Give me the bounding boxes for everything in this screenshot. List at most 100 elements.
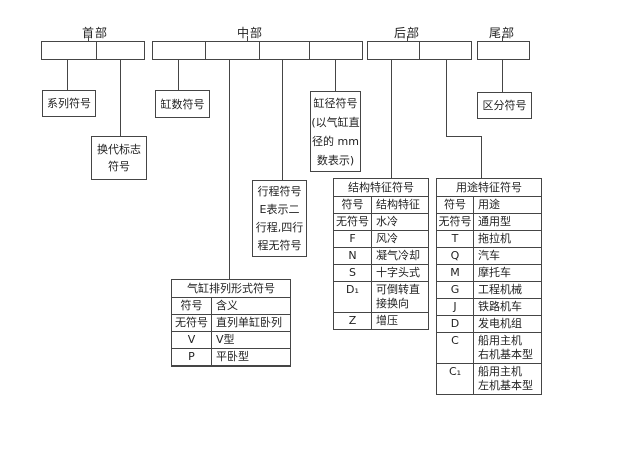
label-tick [247, 36, 248, 41]
table-row: 无符号通用型 [437, 213, 541, 230]
meaning-cell: 船用主机 右机基本型 [478, 334, 533, 361]
cylinder-count-box: 缸数符号 [155, 90, 210, 118]
table-title: 用途特征符号 [456, 181, 522, 194]
stroke-symbol-box: 行程符号 E表示二 行程,四行 程无符号 [252, 180, 307, 257]
box-text: 行程,四行 [255, 220, 304, 234]
symbol-cell: J [437, 299, 474, 315]
table-row: D 发电机组 [437, 315, 541, 332]
connector-line [120, 60, 121, 136]
box-text: (以气缸直 [311, 115, 360, 129]
meaning-cell: V型 [216, 333, 235, 346]
meaning-cell: 结构特征 [376, 198, 420, 211]
symbol-cell: D₁ [334, 282, 372, 312]
symbol-cell: 无符号 [334, 214, 372, 230]
section-label-head: 首部 [81, 26, 109, 40]
symbol-cell: P [172, 349, 212, 365]
head-section-band [41, 41, 145, 60]
table-row: G 工程机械 [437, 281, 541, 298]
box-text: E表示二 [259, 202, 300, 216]
meaning-cell: 含义 [216, 299, 238, 312]
meaning-cell: 发电机组 [478, 317, 522, 330]
connector-line [282, 60, 283, 180]
symbol-cell: 无符号 [172, 315, 212, 331]
table-title: 气缸排列形式符号 [187, 282, 275, 295]
box-text: 系列符号 [47, 97, 91, 110]
box-text: 缸数符号 [160, 97, 205, 111]
symbol-cell: Z [334, 313, 372, 329]
generation-mark-box: 换代标志 符号 [91, 136, 147, 180]
connector-line [229, 60, 230, 279]
symbol-cell: Q [437, 248, 474, 264]
table-row: S 十字头式 [334, 264, 428, 281]
bore-symbol-box: 缸径符号 (以气缸直 径的 mm 数表示) [310, 91, 361, 172]
tail-section-band [477, 41, 530, 60]
table-title: 结构特征符号 [348, 181, 414, 194]
table-row: J 铁路机车 [437, 298, 541, 315]
connector-line [446, 136, 482, 137]
label-tick [88, 36, 89, 41]
meaning-cell: 十字头式 [376, 266, 420, 279]
cell-divider [205, 42, 206, 59]
meaning-cell: 汽车 [478, 249, 500, 262]
meaning-cell: 平卧型 [216, 350, 249, 363]
box-text: 区分符号 [482, 99, 527, 112]
symbol-cell: V [172, 332, 212, 348]
middle-section-band [152, 41, 363, 60]
symbol-cell: 符号 [334, 197, 372, 213]
symbol-cell: G [437, 282, 474, 298]
meaning-cell: 增压 [376, 314, 398, 327]
box-text: 行程符号 [257, 184, 302, 198]
box-text: 程无符号 [257, 238, 302, 252]
section-label-rear: 后部 [393, 26, 421, 40]
connector-line [335, 60, 336, 91]
table-row: Q 汽车 [437, 247, 541, 264]
meaning-cell: 水冷 [376, 215, 398, 228]
box-text: 缸径符号 [313, 96, 358, 110]
symbol-cell: 符号 [172, 298, 212, 314]
label-tick [407, 36, 408, 41]
cell-divider [259, 42, 260, 59]
connector-line [446, 60, 447, 137]
distinguishing-symbol-box: 区分符号 [477, 92, 532, 119]
cell-divider [96, 42, 97, 59]
table-row: P 平卧型 [172, 348, 290, 365]
section-label-tail: 尾部 [488, 26, 516, 40]
meaning-cell: 通用型 [478, 215, 511, 228]
meaning-cell: 铁路机车 [478, 300, 522, 313]
table-header-row: 符号结构特征 [334, 196, 428, 213]
cell-divider [309, 42, 310, 59]
symbol-cell: S [334, 265, 372, 281]
connector-line [178, 60, 179, 90]
meaning-cell: 工程机械 [478, 283, 522, 296]
symbol-cell: F [334, 231, 372, 247]
box-text: 换代标志 [97, 143, 141, 156]
cylinder-arrangement-table: 气缸排列形式符号符号含义无符号直列单缸卧列 V V型 P 平卧型 [171, 279, 291, 367]
symbol-cell: N [334, 248, 372, 264]
symbol-cell: 符号 [437, 197, 474, 213]
meaning-cell: 船用主机 左机基本型 [478, 365, 533, 392]
section-label-middle: 中部 [236, 26, 264, 40]
series-symbol-box: 系列符号 [42, 90, 96, 117]
symbol-cell: 无符号 [437, 214, 474, 230]
table-row: 无符号水冷 [334, 213, 428, 230]
table-row: Z 增压 [334, 312, 428, 329]
label-tick [502, 36, 503, 41]
box-text: 数表示) [316, 153, 355, 167]
symbol-cell: D [437, 316, 474, 332]
box-text: 径的 mm [312, 134, 359, 148]
meaning-cell: 拖拉机 [478, 232, 511, 245]
meaning-cell: 凝气冷却 [376, 249, 420, 262]
meaning-cell: 直列单缸卧列 [216, 316, 282, 329]
connector-line [502, 60, 503, 92]
table-header-row: 符号含义 [172, 297, 290, 314]
table-header-row: 符号用途 [437, 196, 541, 213]
rear-section-band [367, 41, 472, 60]
